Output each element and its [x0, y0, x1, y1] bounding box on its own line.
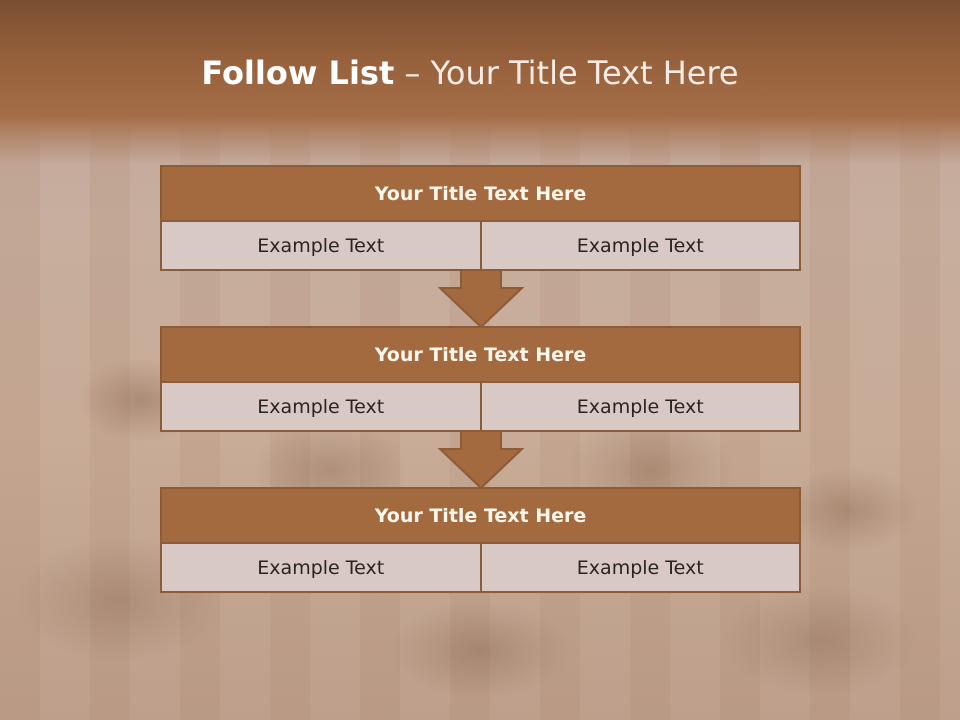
block-title: Your Title Text Here — [160, 487, 801, 544]
block-cell-right: Example Text — [479, 383, 799, 430]
block-cell-left: Example Text — [162, 222, 480, 269]
block-cell-right: Example Text — [479, 544, 799, 591]
block-row: Example Text Example Text — [160, 383, 801, 432]
down-arrow-icon — [438, 270, 524, 328]
slide-title: Follow List – Your Title Text Here — [0, 54, 940, 92]
block-cell-left: Example Text — [162, 383, 480, 430]
down-arrow-icon — [438, 431, 524, 489]
list-block-3: Your Title Text Here Example Text Exampl… — [160, 487, 801, 593]
block-row: Example Text Example Text — [160, 544, 801, 593]
slide-title-bold: Follow List — [201, 54, 395, 92]
header-band — [0, 0, 960, 165]
block-cell-left: Example Text — [162, 544, 480, 591]
block-cell-right: Example Text — [479, 222, 799, 269]
block-row: Example Text Example Text — [160, 222, 801, 271]
block-title: Your Title Text Here — [160, 326, 801, 383]
list-block-1: Your Title Text Here Example Text Exampl… — [160, 165, 801, 271]
block-title: Your Title Text Here — [160, 165, 801, 222]
list-block-2: Your Title Text Here Example Text Exampl… — [160, 326, 801, 432]
slide-title-rest: – Your Title Text Here — [394, 54, 739, 92]
